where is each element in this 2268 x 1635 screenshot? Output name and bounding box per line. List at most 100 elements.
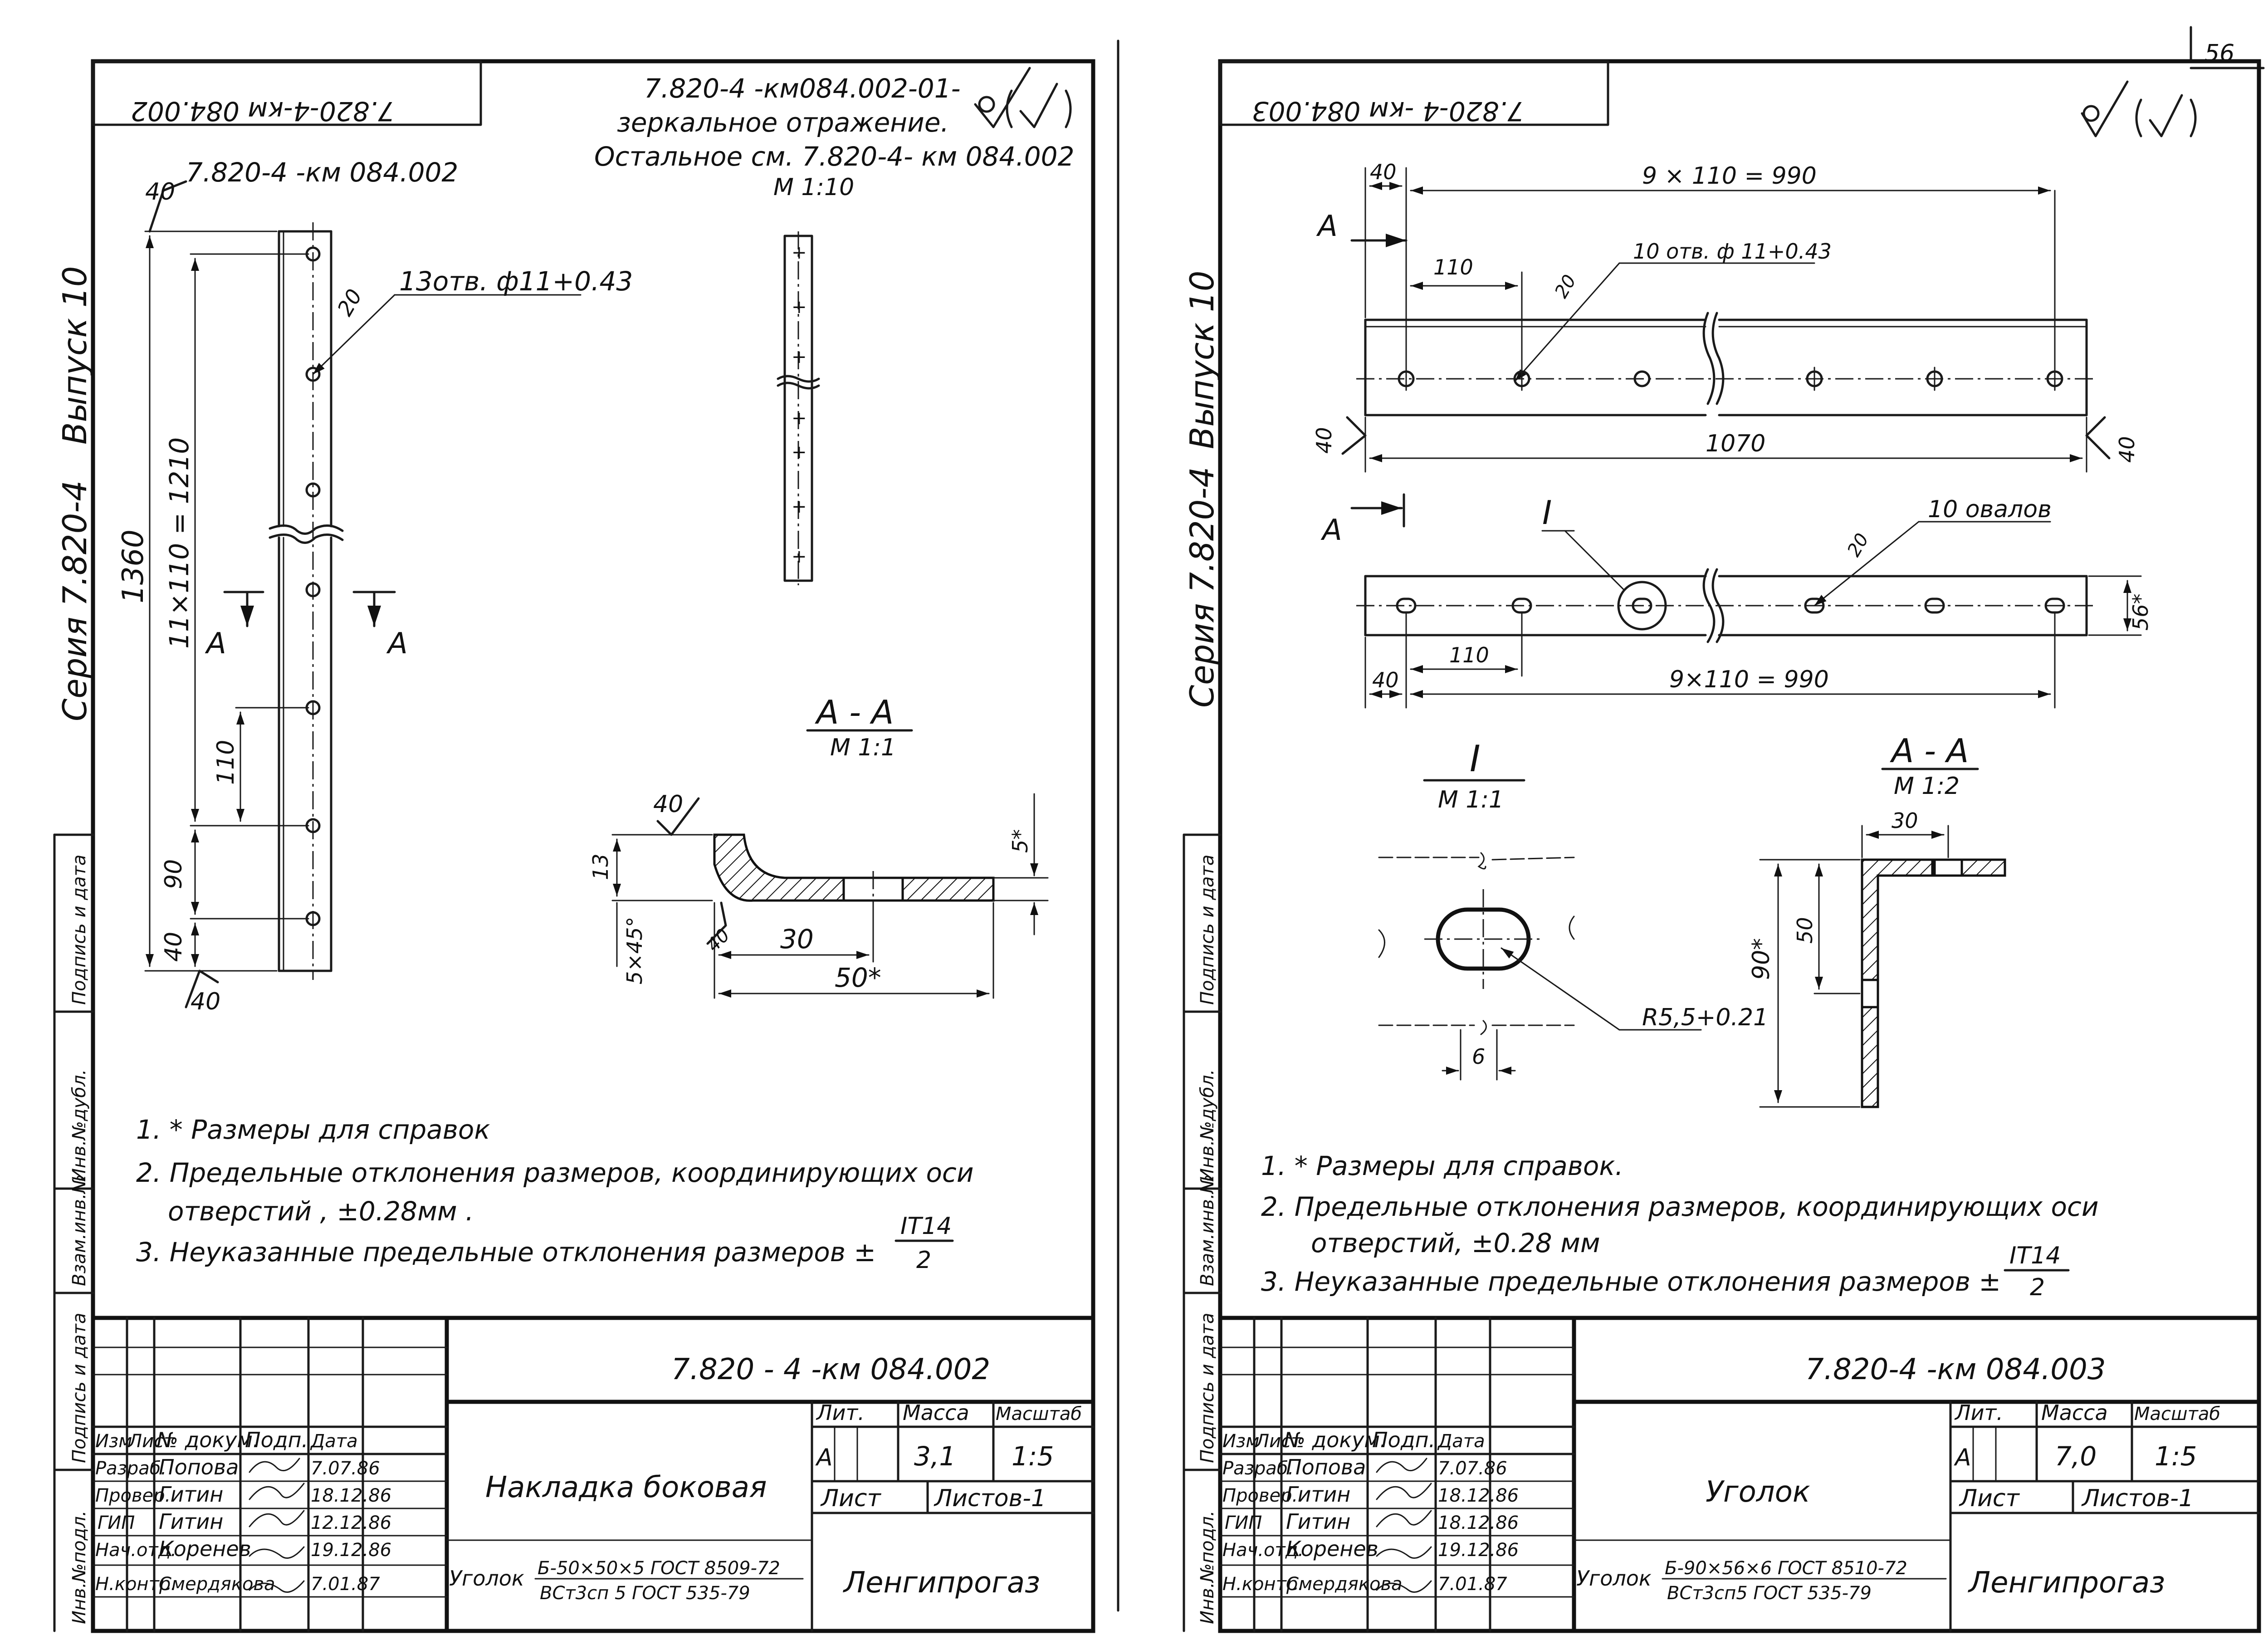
left-header-line1: 7.820-4 -км084.002-01- xyxy=(644,73,961,104)
right-dim-top-pitch: 9 × 110 = 990 xyxy=(1642,162,1817,190)
right-tb-col-izm: Изм xyxy=(1222,1431,1259,1452)
left-sec-dim-40: 40 xyxy=(703,925,734,956)
right-holes-callout: 10 отв. ф 11+0.43 xyxy=(1633,239,1832,264)
right-surface-finish-icon xyxy=(2081,80,2197,137)
right-dim-56: 56* xyxy=(2128,593,2153,631)
left-sec-dim-5: 5* xyxy=(1008,829,1032,853)
left-tb-col-doc: № докум. xyxy=(155,1428,259,1452)
left-it-tol: IT14 xyxy=(900,1213,952,1240)
right-tb-role-4: Нач.отд. xyxy=(1222,1540,1304,1561)
left-view-title: 7.820-4 -км 084.002 xyxy=(186,157,458,188)
right-dim-bottom-40: 40 xyxy=(1372,668,1399,692)
right-detail-scale: М 1:1 xyxy=(1438,786,1504,813)
right-side-col-1: Инв.№подл. xyxy=(1197,1510,1218,1624)
left-rough-bottom: 40 xyxy=(191,988,220,1015)
left-tb-name: Накладка боковая xyxy=(485,1471,767,1504)
right-detail-oval xyxy=(1378,852,1575,1081)
right-side-col-3: Взам.инв.№ xyxy=(1197,1175,1218,1286)
left-note-3: 3. Неуказанные предельные отклонения раз… xyxy=(136,1237,876,1268)
right-tb-name-3: Гитин xyxy=(1286,1509,1350,1534)
left-dim-40: 40 xyxy=(160,932,187,962)
right-tb-code: 7.820-4 -км 084.003 xyxy=(1805,1353,2106,1386)
left-tb-scale-header: Масштаб xyxy=(996,1404,1082,1425)
left-tb-role-4: Нач.отд. xyxy=(95,1540,176,1561)
right-section-scale: М 1:2 xyxy=(1894,773,1960,800)
left-section-profile xyxy=(713,833,995,907)
right-detail-dim-6: 6 xyxy=(1472,1044,1485,1069)
left-tb-role-3: ГИП xyxy=(98,1513,135,1533)
left-tb-date-3: 12.12.86 xyxy=(311,1513,391,1533)
left-header-line2: зеркальное отражение. xyxy=(617,107,949,138)
right-tb-date-4: 19.12.86 xyxy=(1438,1540,1519,1561)
left-dim-pitch: 11×110 = 1210 xyxy=(164,437,195,649)
left-tb-name-1: Попова xyxy=(159,1455,239,1479)
left-sec-dim-30: 30 xyxy=(780,924,814,955)
right-frame xyxy=(1218,59,2261,1633)
svg-text:+: + xyxy=(792,242,807,263)
right-tb-name: Уголок xyxy=(1706,1475,1810,1509)
left-issue-label: Выпуск 10 xyxy=(56,266,94,445)
signature-icon xyxy=(249,1458,300,1473)
left-tb-name-5: Смердякова xyxy=(159,1574,275,1595)
right-section-letter-1: А xyxy=(1316,210,1338,243)
left-sec-dim-chamfer: 5×45° xyxy=(622,917,647,984)
right-angle-top-view xyxy=(1356,312,2096,416)
right-dim-bottom-pitch: 9×110 = 990 xyxy=(1669,666,1829,693)
right-issue-label: Выпуск 10 xyxy=(1183,270,1221,449)
left-tb-role-5: Н.контр. xyxy=(95,1574,176,1595)
left-tb-date-4: 19.12.86 xyxy=(311,1540,391,1561)
left-section-title: А - А xyxy=(815,693,894,731)
right-dim-110-bottom: 110 xyxy=(1449,643,1489,667)
signature-icon xyxy=(249,1483,305,1500)
right-tb-date-5: 7.01.87 xyxy=(1438,1574,1507,1595)
right-section-profile xyxy=(1861,858,2006,1108)
left-title-block: Изм Лист № докум. Подп. Дата Разраб. Поп… xyxy=(92,1316,1095,1632)
left-dim-overall: 1360 xyxy=(117,529,150,603)
left-tb-role-1: Разраб. xyxy=(95,1458,166,1479)
svg-text:+: + xyxy=(792,408,807,429)
right-tb-date-2: 18.12.86 xyxy=(1438,1485,1519,1506)
right-tb-col-list: Лист xyxy=(1255,1431,1302,1452)
right-detail-radius: R5,5+0.21 xyxy=(1642,1004,1768,1031)
left-section-letter-1: А xyxy=(205,627,226,661)
right-sheet: Инв.№подл. Подпись и дата Взам.инв.№ Инв… xyxy=(1183,59,2261,1633)
right-tb-role-3: ГИП xyxy=(1225,1513,1262,1533)
svg-text:+: + xyxy=(792,546,807,567)
left-surface-finish-icon xyxy=(974,67,1072,128)
signature-icon xyxy=(1376,1546,1432,1559)
left-rough-20: 20 xyxy=(332,285,367,320)
left-side-col-2: Подпись и дата xyxy=(69,1313,90,1463)
left-sheet: Инв.№подл. Подпись и дата Взам.инв.№ Инв… xyxy=(53,59,1095,1633)
left-tb-date-5: 7.01.87 xyxy=(311,1574,380,1595)
right-note-1: 1. * Размеры для справок. xyxy=(1261,1150,1623,1181)
left-plate-view xyxy=(269,222,344,980)
right-it-den: 2 xyxy=(2030,1274,2045,1301)
right-tb-name-4: Коренев xyxy=(1286,1537,1378,1561)
left-note-2b: отверстий , ±0.28мм . xyxy=(168,1196,474,1227)
left-tb-material-top: Б-50×50×5 ГОСТ 8509-72 xyxy=(538,1558,780,1579)
right-dim-length: 1070 xyxy=(1706,430,1765,457)
right-series-label: Серия 7.820-4 xyxy=(1183,467,1221,708)
left-tb-mass: 3,1 xyxy=(914,1441,956,1472)
left-small-view-scale: М 1:10 xyxy=(773,174,854,201)
right-tb-material-bottom: ВСт3сп5 ГОСТ 535-79 xyxy=(1667,1583,1872,1604)
left-sec-dim-50: 50* xyxy=(835,962,881,993)
right-tb-name-1: Попова xyxy=(1286,1455,1366,1479)
left-corner-stamp: 7.820-4-км 084.002 xyxy=(131,96,395,127)
right-tb-name-5: Смердякова xyxy=(1286,1574,1403,1595)
signature-icon xyxy=(249,1580,305,1593)
left-tb-sheet: Лист xyxy=(820,1485,881,1512)
right-tb-date-1: 7.07.86 xyxy=(1438,1458,1507,1479)
right-rough-40-left: 40 xyxy=(1312,427,1336,454)
left-tb-col-izm: Изм xyxy=(95,1431,132,1452)
left-frame xyxy=(91,59,1095,1633)
right-sec-dim-30: 30 xyxy=(1892,808,1918,833)
signature-icon xyxy=(249,1546,305,1559)
left-tb-date-2: 18.12.86 xyxy=(311,1485,391,1506)
left-note-1: 1. * Размеры для справок xyxy=(136,1114,490,1145)
right-tb-sheet: Лист xyxy=(1959,1485,2020,1512)
left-tb-org: Ленгипрогаз xyxy=(843,1566,1040,1600)
left-side-col-3: Взам.инв.№ xyxy=(69,1175,90,1286)
left-side-col-5: Подпись и дата xyxy=(69,855,90,1005)
